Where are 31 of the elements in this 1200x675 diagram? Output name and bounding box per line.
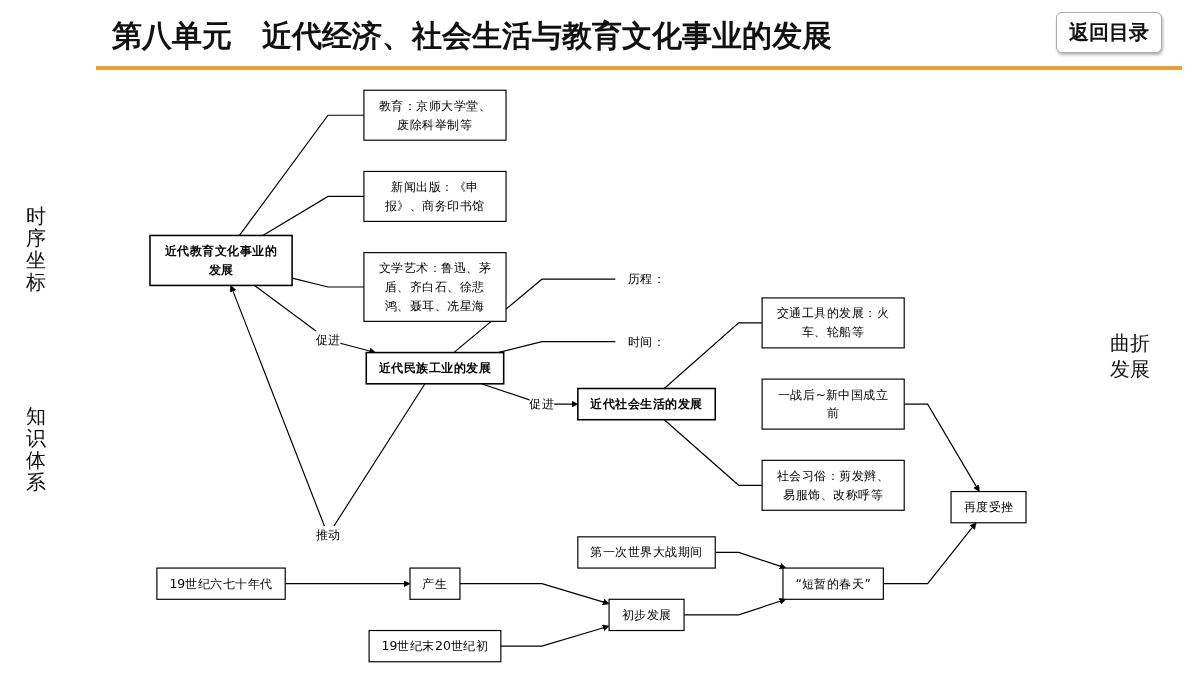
connector (453, 278, 616, 354)
side-heading: 时序坐标 (26, 205, 47, 293)
brace-note: 曲折发展 (1110, 330, 1151, 382)
connector (663, 322, 763, 390)
node-box: 交通工具的发展：火车、轮船等 (761, 297, 905, 349)
node-box: 社会习俗：剪发辫、易服饰、改称呼等 (761, 459, 905, 511)
node-box: 一战后~新中国成立前 (761, 378, 905, 430)
slide-title: 第八单元 近代经济、社会生活与教育文化事业的发展 (112, 17, 832, 55)
connector (663, 419, 763, 486)
node-box: 产生 (409, 567, 461, 600)
node-box: 文学艺术：鲁迅、茅盾、齐白石、徐悲鸿、聂耳、冼星海 (363, 252, 507, 322)
node-box: 19世纪末20世纪初 (368, 629, 502, 663)
node-box: 教育：京师大学堂、废除科举制等 (363, 89, 507, 141)
side-heading: 知识体系 (26, 405, 47, 493)
node-text: 历程： (627, 271, 666, 287)
arrow (500, 624, 610, 647)
node-box: 初步发展 (608, 598, 685, 632)
node-box: 19世纪六七十年代 (156, 567, 286, 600)
edge-label: 促进 (315, 332, 341, 348)
node-text: 时间： (627, 333, 666, 349)
node-box: 近代教育文化事业的发展 (149, 234, 293, 287)
node-box: 第一次世界大战期间 (577, 536, 716, 569)
node-box: “短暂的春天” (782, 567, 884, 600)
arrow (459, 583, 610, 606)
node-box: 新闻出版：《申报》、商务印书馆 (363, 170, 507, 222)
node-box: 再度受挫 (950, 490, 1027, 524)
back-button: 返回目录 (1056, 12, 1162, 53)
node-box: 近代社会生活的发展 (577, 387, 717, 421)
node-box: 近代民族工业的发展 (365, 351, 505, 385)
edge-label: 推动 (315, 527, 341, 543)
edge-label: 促进 (529, 396, 555, 412)
